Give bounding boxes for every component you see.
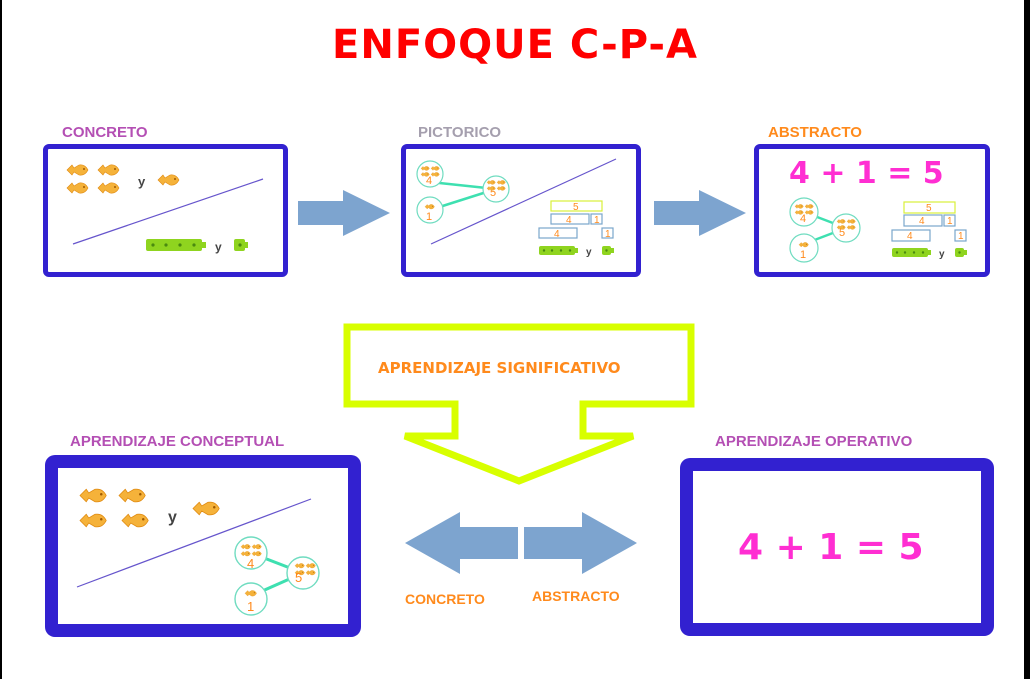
and-word: y (168, 509, 177, 526)
svg-text:4: 4 (566, 215, 572, 226)
svg-text:4: 4 (426, 175, 432, 187)
pictorico-illustration: 4 5 1 5 4 1 4 1 y (416, 158, 617, 258)
operativo-label: APRENDIZAJE OPERATIVO (715, 433, 913, 450)
arrow-left-icon (405, 512, 518, 574)
svg-text:5: 5 (490, 187, 496, 199)
double-arrow-icon (405, 512, 637, 574)
svg-text:4: 4 (907, 231, 913, 242)
stage-label-concreto: CONCRETO (62, 124, 148, 141)
svg-text:1: 1 (800, 249, 806, 261)
svg-text:5: 5 (573, 202, 579, 213)
divider-line (72, 178, 264, 245)
divider-line (430, 158, 617, 245)
left-edge (0, 0, 2, 679)
block-1 (234, 239, 248, 251)
svg-text:y: y (939, 249, 945, 260)
svg-text:1: 1 (605, 229, 611, 240)
abstracto-direction-label: ABSTRACTO (532, 588, 620, 604)
significativo-label: APRENDIZAJE SIGNIFICATIVO (378, 359, 621, 377)
conceptual-illustration: y 4 5 1 (76, 488, 320, 616)
svg-text:1: 1 (947, 216, 953, 227)
svg-text:5: 5 (926, 203, 932, 214)
arrow-right-icon (524, 512, 637, 574)
svg-text:1: 1 (958, 231, 964, 242)
arrow-right-icon (654, 190, 746, 236)
svg-text:1: 1 (247, 599, 254, 614)
conceptual-label: APRENDIZAJE CONCEPTUAL (70, 433, 285, 450)
operativo-equation: 4 + 1 = 5 (738, 527, 924, 568)
fish-icon (97, 182, 120, 194)
svg-text:4: 4 (247, 556, 254, 571)
operativo-box (680, 458, 994, 636)
divider-line (76, 498, 312, 588)
svg-text:1: 1 (426, 211, 432, 223)
fish-icon (66, 182, 89, 194)
concreto-illustration: y y (66, 164, 264, 254)
svg-text:4: 4 (800, 213, 806, 225)
svg-text:4: 4 (554, 229, 560, 240)
fish-icon (157, 174, 180, 186)
page-title: ENFOQUE C-P-A (332, 22, 698, 68)
abstracto-illustration: 4 5 1 5 4 1 4 1 y (789, 197, 967, 263)
concreto-direction-label: CONCRETO (405, 591, 485, 607)
svg-text:5: 5 (295, 570, 302, 585)
arrow-right-icon (298, 190, 390, 236)
significativo-arrow (343, 323, 695, 485)
part-circle (416, 196, 444, 224)
conceptual-box (45, 455, 361, 637)
svg-text:4: 4 (919, 216, 925, 227)
right-edge (1024, 0, 1030, 679)
fish-icon (97, 164, 120, 176)
svg-text:y: y (586, 247, 592, 258)
svg-text:5: 5 (839, 227, 845, 239)
stage-label-pictorico: PICTORICO (418, 124, 502, 141)
abstracto-equation: 4 + 1 = 5 (789, 156, 944, 191)
svg-text:1: 1 (594, 215, 600, 226)
and-word: y (138, 174, 146, 189)
block-train-4 (146, 239, 206, 251)
fish-icon (66, 164, 89, 176)
stage-label-abstracto: ABSTRACTO (768, 124, 862, 141)
and-word: y (215, 240, 222, 254)
